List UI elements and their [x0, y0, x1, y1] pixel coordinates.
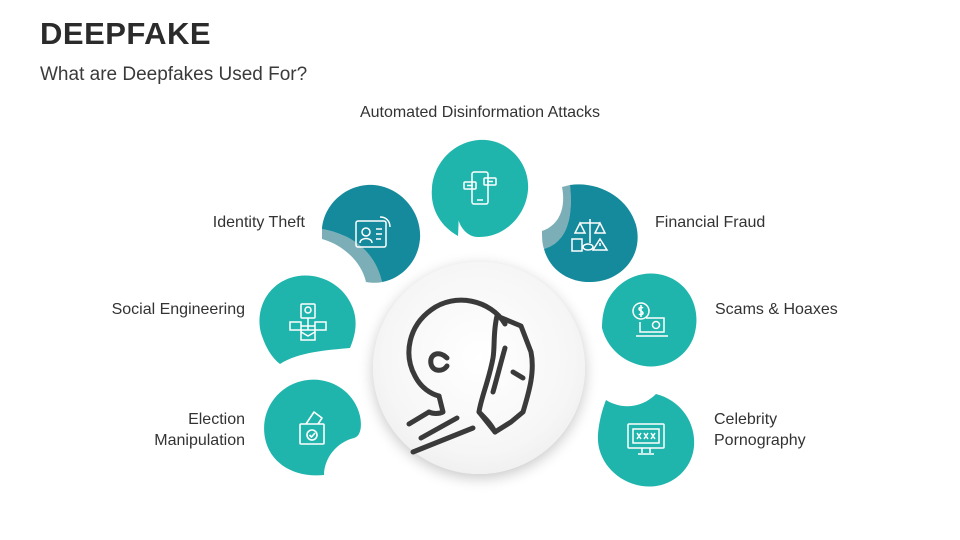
- smartphone-chat-icon: [460, 168, 500, 208]
- label-line: Election: [188, 411, 245, 428]
- node-shape: [264, 379, 361, 476]
- node-celebrity-pornography[interactable]: [596, 388, 696, 488]
- page-title: DEEPFAKE: [40, 16, 212, 51]
- center-circle: [373, 262, 585, 474]
- laptop-dollar-skull-icon: [630, 300, 670, 340]
- label-line: Pornography: [714, 432, 806, 449]
- ballot-box-icon: [292, 408, 332, 448]
- id-card-fingerprint-icon: [352, 213, 392, 253]
- label-automated-disinformation-attacks: Automated Disinformation Attacks: [359, 104, 601, 121]
- label-financial-fraud: Financial Fraud: [655, 214, 766, 231]
- node-financial-fraud[interactable]: [540, 183, 640, 283]
- label-election-manipulation: Election Manipulation: [118, 409, 245, 451]
- label-identity-theft: Identity Theft: [212, 214, 305, 231]
- label-line: Celebrity: [714, 411, 778, 428]
- node-shape: [431, 139, 529, 238]
- node-shape: [602, 273, 697, 367]
- monitor-xxx-icon: [626, 418, 666, 458]
- node-automated-disinformation-attacks[interactable]: [430, 138, 530, 238]
- scales-money-warning-icon: [570, 213, 610, 253]
- label-social-engineering: Social Engineering: [111, 301, 245, 318]
- page-subtitle: What are Deepfakes Used For?: [40, 64, 308, 85]
- face-mask-person-icon: [406, 297, 535, 455]
- node-shape: [322, 184, 421, 283]
- label-line: Manipulation: [154, 432, 245, 449]
- node-shape: [597, 394, 695, 487]
- node-scams-hoaxes[interactable]: [600, 270, 700, 370]
- node-social-engineering[interactable]: [258, 272, 358, 372]
- node-election-manipulation[interactable]: [262, 378, 362, 478]
- node-shape: [542, 184, 638, 283]
- label-scams-hoaxes: Scams & Hoaxes: [715, 301, 838, 318]
- node-identity-theft[interactable]: [322, 183, 422, 283]
- label-celebrity-pornography: Celebrity Pornography: [714, 409, 806, 451]
- network-people-icon: [288, 302, 328, 342]
